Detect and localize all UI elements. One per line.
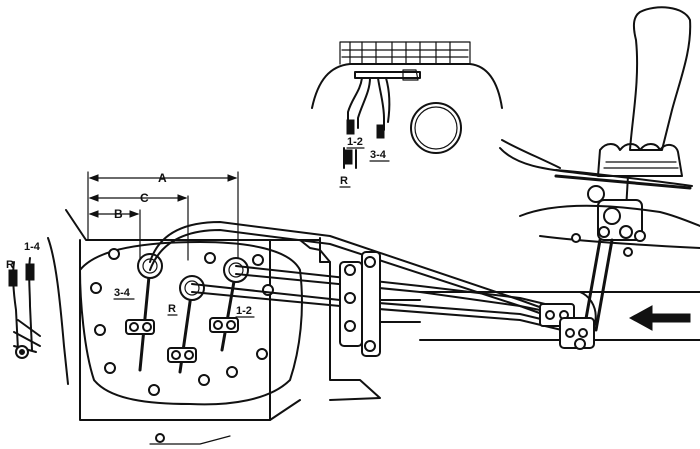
lever-knob <box>629 6 692 151</box>
fork-3-4 <box>125 319 155 335</box>
inset-label-reverse: R <box>340 175 348 187</box>
dimension-lines: A C B <box>87 171 239 261</box>
dimension-label-a: A <box>158 171 167 185</box>
left-label-reverse: R <box>6 259 14 271</box>
selector-label-1-2: 1-2 <box>236 305 252 317</box>
dimension-label-b: B <box>114 207 123 221</box>
gear-lever-assembly <box>499 6 700 350</box>
inset-label-3-4: 3-4 <box>370 149 387 161</box>
gearbox-housing <box>65 209 381 445</box>
inset-label-1-2: 1-2 <box>347 136 363 148</box>
left-selector-detail: 1-4 R <box>6 237 69 385</box>
fork-reverse <box>167 347 197 363</box>
dimension-label-c: C <box>140 191 149 205</box>
inset-selector-detail: 1-2 3-4 R <box>311 41 561 188</box>
selector-rods: 3-4 R 1-2 <box>113 253 255 374</box>
fork-1-2 <box>209 317 239 333</box>
direction-arrow <box>628 305 691 331</box>
selector-label-reverse: R <box>168 303 176 315</box>
flange-coupling <box>339 251 421 357</box>
housing-bolts <box>90 248 274 396</box>
propeller-tube <box>419 291 700 341</box>
lever-boot <box>597 143 683 177</box>
left-label-1-4: 1-4 <box>24 241 41 253</box>
selector-label-3-4: 3-4 <box>114 287 131 299</box>
